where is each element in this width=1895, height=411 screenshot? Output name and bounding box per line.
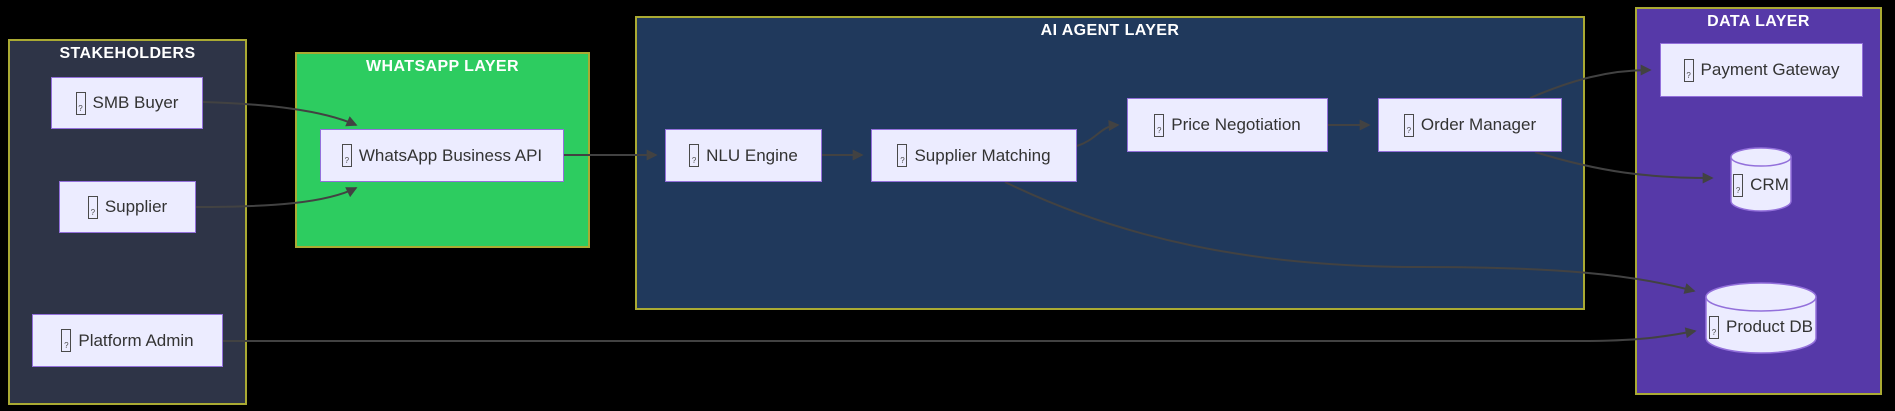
node-payment-gateway-label: Payment Gateway bbox=[1700, 60, 1840, 79]
missing-emoji-icon: ? bbox=[1403, 113, 1414, 137]
node-payment-gateway[interactable]: ? Payment Gateway bbox=[1660, 43, 1863, 97]
missing-emoji-icon: ? bbox=[1733, 173, 1744, 197]
node-nlu-engine[interactable]: ? NLU Engine bbox=[665, 129, 822, 182]
node-platform-admin[interactable]: ? Platform Admin bbox=[32, 314, 223, 367]
edge-smbbuyer-whatsappapi bbox=[202, 101, 358, 127]
node-crm[interactable]: ? CRM bbox=[1701, 168, 1821, 202]
node-crm-label: CRM bbox=[1750, 175, 1789, 194]
node-supplier-label: Supplier bbox=[104, 197, 168, 216]
missing-emoji-icon: ? bbox=[1709, 315, 1720, 339]
missing-emoji-icon: ? bbox=[341, 144, 352, 167]
node-platform-admin-label: Platform Admin bbox=[78, 330, 194, 350]
edge-platformadmin-productdb bbox=[223, 327, 1697, 342]
edge-supplier-whatsappapi bbox=[194, 187, 358, 208]
edge-suppliermatching-productdb bbox=[1004, 181, 1696, 294]
node-price-negotiation-label: Price Negotiation bbox=[1171, 115, 1301, 134]
node-nlu-engine-label: NLU Engine bbox=[706, 145, 798, 165]
edge-suppliermatching-pricenegotiation bbox=[1076, 120, 1120, 147]
node-product-db[interactable]: ? Product DB bbox=[1681, 310, 1841, 344]
node-supplier-matching-label: Supplier Matching bbox=[914, 145, 1051, 165]
cluster-stakeholders-title: STAKEHOLDERS bbox=[59, 45, 196, 62]
crm-cylinder bbox=[1730, 147, 1792, 212]
edge-ordermanager-crm bbox=[1534, 151, 1714, 184]
node-whatsapp-business-api[interactable]: ? WhatsApp Business API bbox=[320, 129, 564, 182]
node-whatsapp-business-api-label: WhatsApp Business API bbox=[358, 145, 543, 165]
cluster-whatsapp-layer-title: WHATSAPP LAYER bbox=[366, 58, 519, 75]
node-product-db-label: Product DB bbox=[1726, 317, 1813, 336]
missing-emoji-icon: ? bbox=[87, 195, 98, 219]
missing-emoji-icon: ? bbox=[1683, 58, 1694, 82]
missing-emoji-icon: ? bbox=[897, 144, 908, 167]
node-supplier[interactable]: ? Supplier bbox=[59, 181, 196, 233]
missing-emoji-icon: ? bbox=[689, 144, 700, 167]
node-order-manager-label: Order Manager bbox=[1420, 115, 1537, 134]
node-supplier-matching[interactable]: ? Supplier Matching bbox=[871, 129, 1077, 182]
cluster-data-layer-title: DATA LAYER bbox=[1707, 13, 1810, 30]
node-order-manager[interactable]: ? Order Manager bbox=[1378, 98, 1562, 152]
cluster-ai-agent-layer-title: AI AGENT LAYER bbox=[1040, 22, 1180, 39]
missing-emoji-icon: ? bbox=[75, 91, 86, 115]
node-price-negotiation[interactable]: ? Price Negotiation bbox=[1127, 98, 1328, 152]
node-smb-buyer[interactable]: ? SMB Buyer bbox=[51, 77, 203, 129]
missing-emoji-icon: ? bbox=[61, 329, 72, 352]
missing-emoji-icon: ? bbox=[1154, 113, 1165, 137]
product-db-cylinder bbox=[1705, 282, 1817, 354]
node-smb-buyer-label: SMB Buyer bbox=[92, 93, 179, 112]
edge-ordermanager-paymentgateway bbox=[1529, 64, 1652, 99]
